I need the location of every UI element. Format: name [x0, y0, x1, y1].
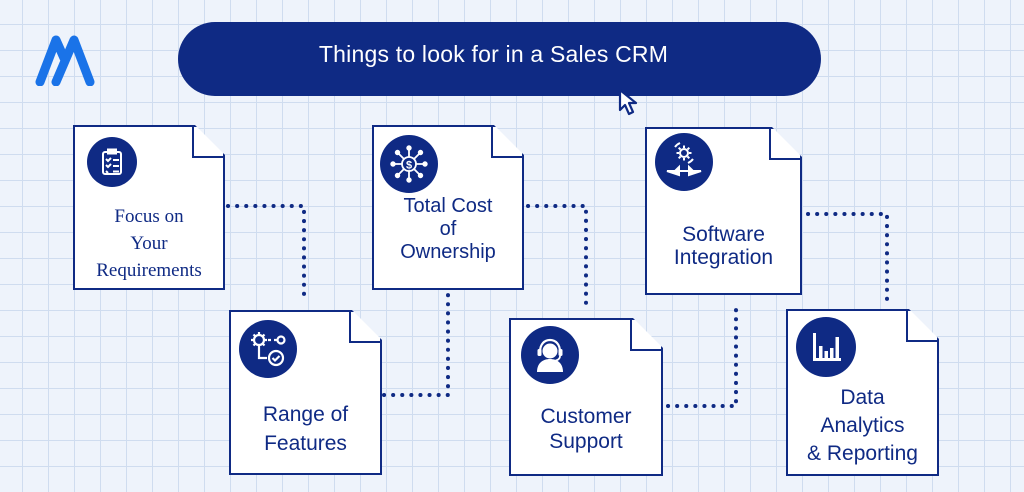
card-ownership-label: Total Cost of Ownership: [400, 195, 496, 263]
page-fold: [630, 319, 662, 351]
connector-features-ownership: [382, 293, 450, 397]
brand-logo-icon: [35, 35, 95, 86]
card-ownership: $ Total Cost of Ownership: [372, 125, 524, 290]
svg-text:$: $: [406, 160, 412, 172]
connector-requirements-features: [226, 204, 306, 302]
mouse-pointer-icon: [618, 88, 638, 116]
clipboard-checklist-icon: [87, 137, 137, 187]
card-features-label: Range of Features: [262, 403, 349, 455]
card-support-label: Customer Support: [540, 405, 632, 453]
card-features: Range of Features: [229, 310, 382, 475]
bar-chart-icon: [796, 317, 856, 377]
page-fold: [769, 128, 801, 160]
page-fold: [906, 310, 938, 342]
card-analytics: Data Analytics & Reporting: [786, 309, 939, 476]
card-integration: Software Integration: [645, 127, 802, 295]
headset-agent-icon: [521, 326, 579, 384]
page-title: Things to look for in a Sales CRM: [318, 40, 669, 67]
card-requirements-label: Focus on Your Requirements: [96, 206, 202, 281]
connector-integration-analytics: [806, 212, 889, 302]
connector-ownership-support: [526, 204, 588, 307]
page-fold: [349, 311, 381, 343]
title-banner: Things to look for in a Sales CRM: [178, 22, 821, 96]
connector-support-integration: [666, 303, 738, 408]
card-support: Customer Support: [509, 318, 663, 476]
page-fold: [192, 126, 224, 158]
dollar-network-icon: $: [380, 135, 438, 193]
gear-arrows-integration-icon: [655, 133, 713, 191]
card-integration-label: Software Integration: [673, 223, 774, 269]
card-analytics-label: Data Analytics & Reporting: [807, 386, 918, 465]
page-fold: [491, 126, 523, 158]
gears-workflow-icon: [239, 320, 297, 378]
card-requirements: Focus on Your Requirements: [73, 125, 225, 290]
